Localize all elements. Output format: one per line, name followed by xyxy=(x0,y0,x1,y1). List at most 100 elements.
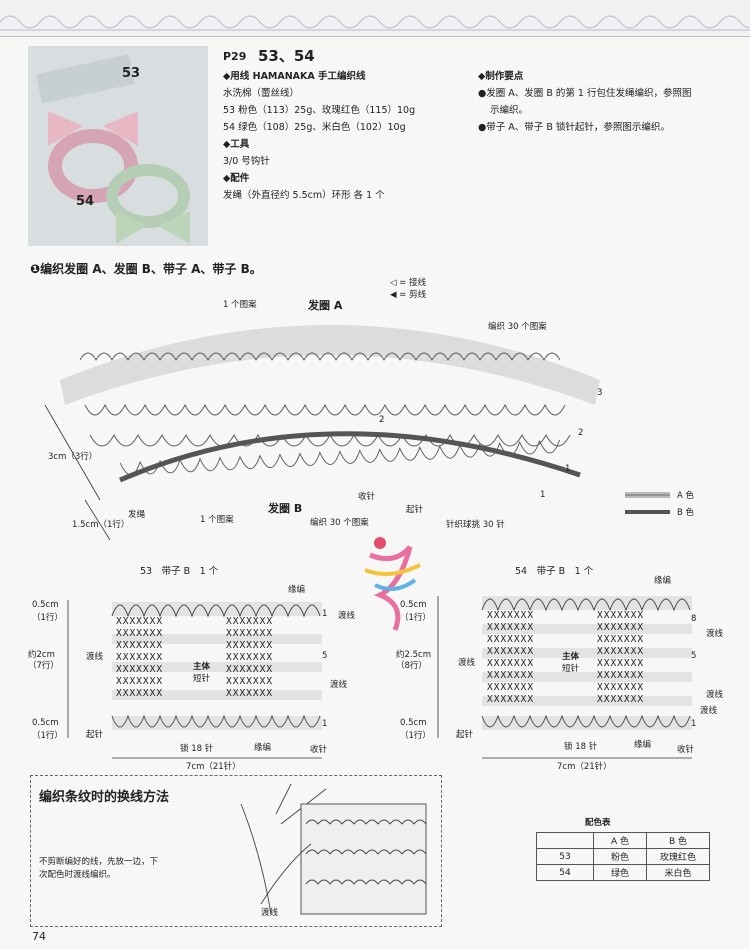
ring-dimension-lines xyxy=(44,404,111,540)
table-cell: 绿色 xyxy=(593,864,647,881)
hair-tie-illustration xyxy=(28,46,208,246)
page-ref: P29 xyxy=(223,50,247,63)
band53-top-cm: 0.5cm xyxy=(32,600,59,610)
band53-cross-right-2: 渡线 xyxy=(330,680,348,690)
band54-chart xyxy=(437,596,692,759)
band54-cross-r3: 渡线 xyxy=(700,706,718,716)
dim-1-5cm: 1.5cm（1行） xyxy=(72,520,130,530)
fasten-label: 收针 xyxy=(358,492,376,502)
band53-row: XXXXXXX xyxy=(116,688,164,699)
tip-line-2: 次配色时渡线编织。 xyxy=(39,870,116,880)
dim-3cm: 3cm（3行） xyxy=(48,452,98,462)
band53-row: XXXXXXX xyxy=(226,676,274,687)
materials-block: ◆用线 HAMANAKA 手工编织线 水洗棉（蕾丝线） 53 粉色（113）25… xyxy=(223,68,415,204)
band53-chain: 锁 18 针 xyxy=(180,744,214,754)
band53-bot-cm: 0.5cm xyxy=(32,718,59,728)
band53-short: 短针 xyxy=(193,674,211,684)
legend-b-color: B 色 xyxy=(677,508,695,518)
band54-bot-row: （1行） xyxy=(400,731,431,741)
page-number: 74 xyxy=(32,930,46,943)
tip-title: 编织条纹时的换线方法 xyxy=(39,790,170,805)
band54-cross-r1: 渡线 xyxy=(706,629,724,639)
product-photo: 53 54 xyxy=(28,46,208,246)
table-header-cell: B 色 xyxy=(646,832,710,849)
band54-row-5: 5 xyxy=(691,651,697,661)
points-heading: ◆制作要点 xyxy=(478,71,524,82)
tools-heading: ◆工具 xyxy=(223,139,250,150)
point-2: ●带子 A、带子 B 锁针起针，参照图示编织。 xyxy=(478,122,670,133)
band53-cross-right: 渡线 xyxy=(338,611,356,621)
table-cell: 米白色 xyxy=(646,864,710,881)
band53-top-row: （1行） xyxy=(32,613,63,623)
yarn-line-54: 54 绿色（108）25g、米白色（102）10g xyxy=(223,122,406,133)
row-num-a3: 3 xyxy=(597,388,603,398)
band54-row-8: 8 xyxy=(691,614,697,624)
ring-b-label: 发圈 B xyxy=(268,502,303,515)
ring-chart xyxy=(44,325,670,540)
band53-row: XXXXXXX xyxy=(116,640,164,651)
band54-row: XXXXXXX xyxy=(487,658,535,669)
band53-mid-cm: 约2cm xyxy=(28,650,55,660)
table-cell: 54 xyxy=(536,864,594,881)
band53-edge-bottom: 缘编 xyxy=(254,743,272,753)
tip-crossing-label: 渡线 xyxy=(261,908,279,918)
band53-row: XXXXXXX xyxy=(226,664,274,675)
band53-main: 主体 xyxy=(193,662,211,672)
lace-pattern xyxy=(0,15,750,31)
hair-tie-label: 发绳 xyxy=(128,510,146,520)
band54-row: XXXXXXX xyxy=(597,646,645,657)
row-num-a2: 2 xyxy=(578,428,584,438)
band53-row: XXXXXXX xyxy=(226,688,274,699)
band54-row: XXXXXXX xyxy=(597,670,645,681)
band54-row: XXXXXXX xyxy=(487,670,535,681)
band53-row-5: 5 xyxy=(322,651,328,661)
point-1-line-1: ●发圈 A、发圈 B 的第 1 行包住发绳编织，参照图 xyxy=(478,88,692,99)
band53-rows-left: XXXXXXX XXXXXXX XXXXXXX XXXXXXX XXXXXXX … xyxy=(116,616,163,700)
color-legend-lines xyxy=(625,492,670,514)
band54-row-1: 1 xyxy=(691,719,697,729)
ring-a-label: 发圈 A xyxy=(308,299,343,312)
band53-edge-label: 缘编 xyxy=(288,585,306,595)
making-points: ◆制作要点 ●发圈 A、发圈 B 的第 1 行包住发绳编织，参照图 示编织。 ●… xyxy=(478,68,691,136)
point-1-line-2: 示编织。 xyxy=(490,105,529,116)
band54-bot-cm: 0.5cm xyxy=(400,718,427,728)
band54-row: XXXXXXX xyxy=(487,622,535,633)
table-cell: 53 xyxy=(536,848,594,865)
row-num-b1: 1 xyxy=(540,490,546,500)
yarn-change-illustration xyxy=(240,784,427,915)
band53-bot-row: （1行） xyxy=(32,731,63,741)
band53-row: XXXXXXX xyxy=(116,628,164,639)
table-header-cell: A 色 xyxy=(593,832,647,849)
band54-row: XXXXXXX xyxy=(487,682,535,693)
table-row: 53 粉色 玫瑰红色 xyxy=(536,848,710,865)
row-num-a1: 1 xyxy=(565,464,571,474)
table-row: 54 绿色 米白色 xyxy=(536,864,710,881)
table-header-row: A 色 B 色 xyxy=(536,832,710,849)
table-cell: 粉色 xyxy=(593,848,647,865)
table-header-cell xyxy=(536,832,594,849)
knit-30-bottom: 编织 30 个图案 xyxy=(310,518,369,528)
ring-a-band xyxy=(60,325,600,405)
band53-title: 53 带子 B 1 个 xyxy=(140,566,219,577)
band54-rows-left: XXXXXXX XXXXXXX XXXXXXX XXXXXXX XXXXXXX … xyxy=(487,610,534,706)
pattern-title: 53、54 xyxy=(258,47,315,65)
band54-mid-row: （8行） xyxy=(396,661,427,671)
band53-row-1-bot: 1 xyxy=(322,719,328,729)
band54-row: XXXXXXX xyxy=(487,646,535,657)
legend-a-color: A 色 xyxy=(677,491,695,501)
band53-row: XXXXXXX xyxy=(116,616,164,627)
band54-fasten: 收针 xyxy=(677,745,695,755)
tip-box: 编织条纹时的换线方法 不剪断编好的线，先放一边，下 次配色时渡线编织。 渡线 xyxy=(30,775,442,927)
start-label: 起针 xyxy=(406,505,424,515)
band53-width: 7cm（21针） xyxy=(186,762,241,772)
tip-text: 不剪断编好的线，先放一边，下 次配色时渡线编织。 xyxy=(39,856,158,882)
photo-label-53: 53 xyxy=(122,66,141,81)
band54-mid-cm: 约2.5cm xyxy=(396,650,431,660)
band54-start: 起针 xyxy=(456,730,474,740)
band53-row: XXXXXXX xyxy=(116,652,164,663)
band53-rows-right: XXXXXXX XXXXXXX XXXXXXX XXXXXXX XXXXXXX … xyxy=(226,616,273,700)
band53-mid-row: （7行） xyxy=(28,661,59,671)
watermark-logo xyxy=(364,537,421,631)
band54-top-row: （1行） xyxy=(400,613,431,623)
band54-title: 54 带子 B 1 个 xyxy=(515,566,594,577)
